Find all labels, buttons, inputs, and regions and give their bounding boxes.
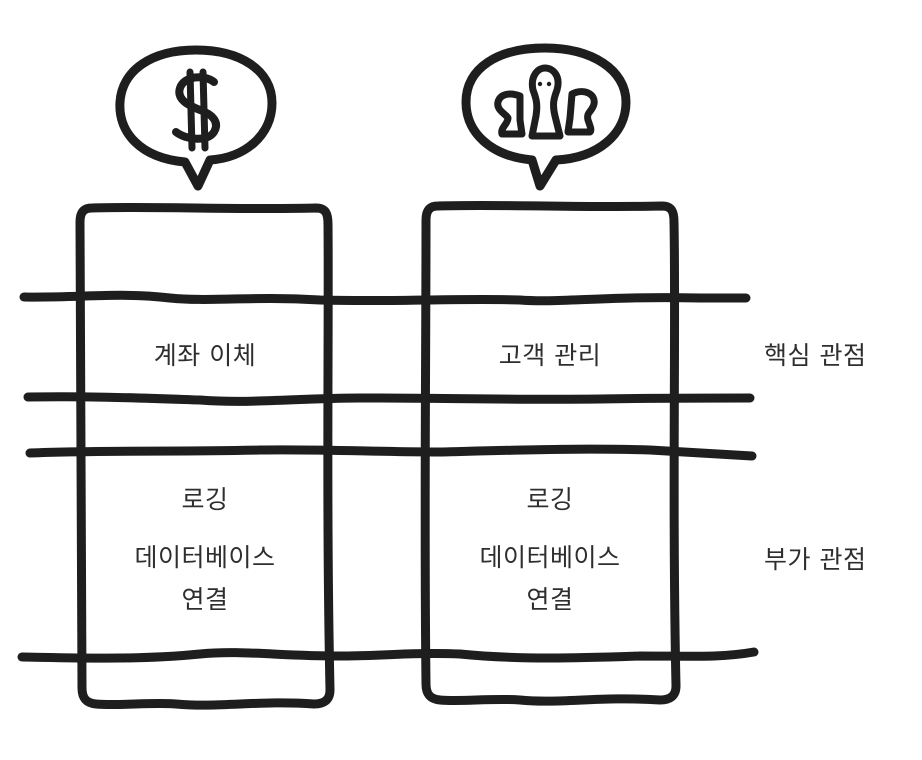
module-2-aux-label-database: 데이터베이스 — [479, 543, 621, 572]
module-1-aux-label-logging: 로깅 — [181, 485, 229, 514]
module-2-core-label: 고객 관리 — [498, 341, 602, 370]
core-concern-label: 핵심 관점 — [764, 341, 867, 370]
module-1-aux-label-connection: 연결 — [181, 585, 229, 614]
module-1-aux-label-database: 데이터베이스 — [134, 543, 276, 572]
aux-layer-bottom-line — [17, 647, 759, 663]
aux-layer-top-line — [25, 444, 757, 461]
module-box-1 — [75, 202, 335, 710]
core-layer-top-line — [19, 290, 751, 306]
core-layer-bottom-line — [23, 392, 755, 406]
dollar-icon — [115, 45, 277, 191]
module-1-core-label: 계좌 이체 — [153, 341, 257, 370]
aux-concern-label: 부가 관점 — [764, 545, 867, 574]
people-icon — [461, 43, 631, 191]
module-2-aux-label-logging: 로깅 — [526, 485, 574, 514]
module-2-aux-label-connection: 연결 — [526, 585, 574, 614]
module-box-2 — [420, 200, 681, 706]
